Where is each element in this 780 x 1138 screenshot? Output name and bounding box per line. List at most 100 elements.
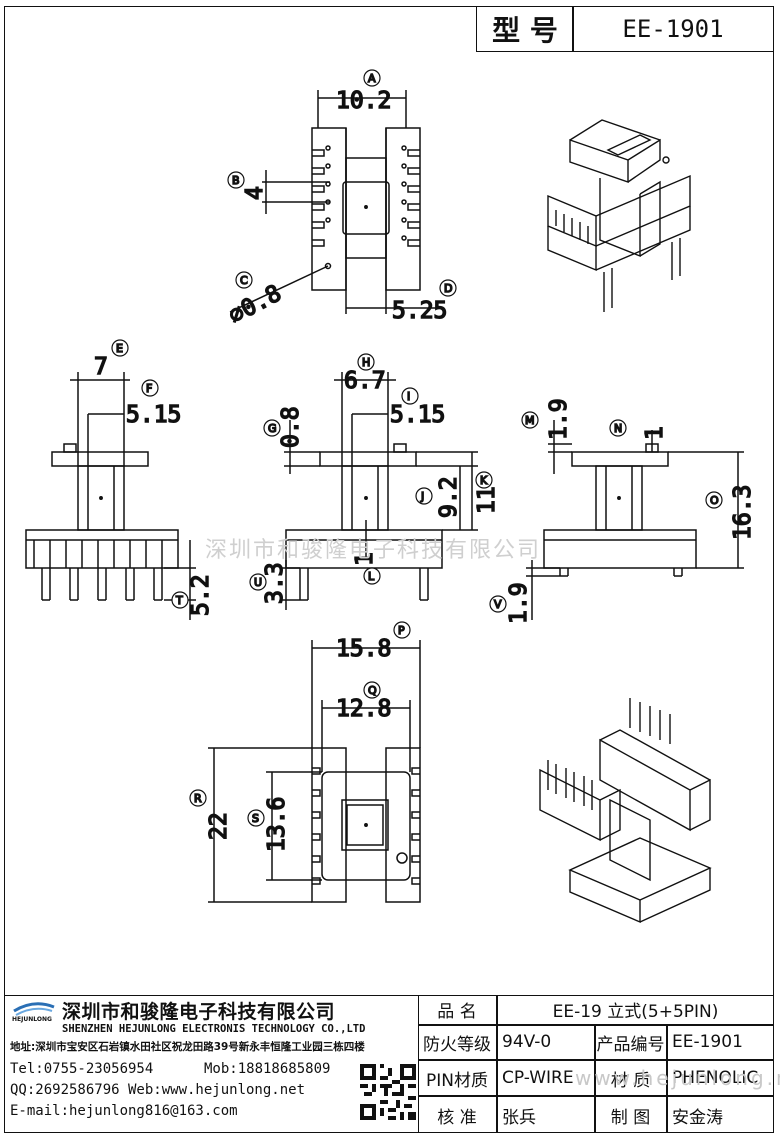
qr-code-icon <box>360 1064 416 1120</box>
drawn-by-label: 制 图 <box>610 1107 651 1128</box>
side-view-right <box>526 420 744 620</box>
front-view-left <box>25 372 196 620</box>
technical-drawing: A B C D E F G H I J K L M N O P Q R S T … <box>25 69 757 924</box>
dim-H: 6.7 <box>344 368 386 394</box>
marker-V: V <box>494 598 502 611</box>
product-code-value: EE-1901 <box>672 1032 743 1052</box>
marker-F: F <box>146 382 152 395</box>
marker-R: R <box>194 792 202 805</box>
marker-P: P <box>398 624 405 637</box>
dim-V: 1.9 <box>506 582 532 624</box>
marker-A: A <box>368 72 376 85</box>
dim-J: 9.2 <box>436 476 462 518</box>
dim-A: 10.2 <box>336 88 391 114</box>
dim-I: 5.15 <box>390 402 445 428</box>
marker-Q: Q <box>368 684 377 697</box>
pin-material-value: CP-WIRE <box>502 1068 574 1088</box>
marker-U: U <box>254 576 262 589</box>
front-view-center <box>280 372 478 610</box>
marker-M: M <box>525 414 535 427</box>
marker-K: K <box>480 474 488 487</box>
spec-row-line-1 <box>418 1024 774 1026</box>
bottom-view <box>208 640 421 903</box>
marker-C: C <box>240 274 248 287</box>
dim-D: 5.25 <box>392 298 447 324</box>
dim-M: 1.9 <box>546 398 572 440</box>
dim-E: 7 <box>94 354 108 380</box>
title-block <box>4 995 774 1134</box>
marker-H: H <box>362 356 370 369</box>
marker-E: E <box>116 342 123 355</box>
drawn-by-value: 安金涛 <box>672 1107 723 1128</box>
company-name-en: SHENZHEN HEJUNLONG ELECTRONIS TECHNOLOGY… <box>62 1023 366 1035</box>
dimension-marker-letters: A B C D E F G H I J K L M N O P Q R S T … <box>115 71 720 826</box>
dim-N: 1 <box>642 426 668 440</box>
isometric-view-bottom <box>539 698 712 924</box>
dimension-values: 10.2 4 ⌀0.8 5.25 7 5.15 6.7 5.15 0.8 9.2… <box>93 87 757 853</box>
dim-T: 5.2 <box>188 574 214 616</box>
top-view-right-rail <box>385 127 421 291</box>
material-value: PHENOLIC <box>672 1068 759 1088</box>
marker-D: D <box>444 282 452 295</box>
material-label: 材 质 <box>610 1070 651 1091</box>
marker-T: T <box>175 594 183 607</box>
marker-N: N <box>614 422 622 435</box>
dim-P: 15.8 <box>336 636 391 662</box>
company-email: E-mail:hejunlong816@163.com <box>10 1103 238 1119</box>
model-value: EE-1901 <box>622 15 724 43</box>
watermark-text: 深圳市和骏隆电子科技有限公司 <box>205 538 542 563</box>
top-view-left-slots <box>312 145 332 270</box>
dim-U: 3.3 <box>262 562 288 604</box>
product-code-label: 产品编号 <box>596 1034 665 1055</box>
marker-G: G <box>268 422 277 435</box>
model-header-divider <box>572 6 574 52</box>
spec-col-line-1 <box>496 995 498 1133</box>
spec-row-line-2 <box>418 1059 774 1061</box>
marker-J: J <box>420 490 424 503</box>
watermark-url: www.hejunlong.net <box>575 1066 780 1090</box>
product-name-value: EE-19 立式(5+5PIN) <box>552 1002 719 1022</box>
marker-O: O <box>710 494 719 507</box>
company-name-cn: 深圳市和骏隆电子科技有限公司 <box>62 1001 336 1023</box>
isometric-view-top <box>547 119 691 312</box>
company-mob: Mob:18818685809 <box>204 1061 331 1077</box>
company-qq-web: QQ:2692586796 Web:www.hejunlong.net <box>10 1082 306 1098</box>
pin-material-label: PIN材质 <box>426 1070 488 1091</box>
top-view-window <box>342 181 390 235</box>
spec-col-line-3 <box>666 1024 668 1133</box>
product-name-label: 品 名 <box>437 1002 477 1022</box>
top-view <box>229 90 440 314</box>
spec-col-line-2 <box>594 1024 596 1133</box>
qr-code <box>360 1064 416 1120</box>
dim-R: 22 <box>206 812 232 840</box>
marker-B: B <box>232 174 240 187</box>
dim-O: 16.3 <box>730 485 756 540</box>
marker-S: S <box>252 812 259 825</box>
dim-C: ⌀0.8 <box>225 280 286 329</box>
fire-rating-label: 防火等级 <box>423 1034 491 1055</box>
dim-L: 1 <box>352 552 378 566</box>
approved-by-value: 张兵 <box>502 1107 536 1128</box>
dim-Q: 12.8 <box>336 696 391 722</box>
top-view-left-rail <box>311 127 347 291</box>
company-tel: Tel:0755-23056954 <box>10 1061 154 1077</box>
dim-F: 5.15 <box>126 402 181 428</box>
spec-table <box>418 995 774 1133</box>
dim-K: 11 <box>474 486 500 514</box>
top-view-right-slots <box>401 145 420 247</box>
logo-text: HEJUNLONG <box>12 1016 52 1023</box>
model-label: 型 号 <box>492 14 558 47</box>
company-address: 地址:深圳市宝安区石岩镇水田社区祝龙田路39号新永丰恒隆工业园三栋四楼 <box>10 1041 365 1053</box>
marker-I: I <box>407 390 410 403</box>
page-frame <box>4 6 774 1133</box>
dim-G: 0.8 <box>278 406 304 448</box>
dimension-markers <box>111 69 723 827</box>
dim-B: 4 <box>242 186 268 200</box>
fire-rating-value: 94V-0 <box>502 1032 552 1052</box>
marker-L: L <box>368 570 375 583</box>
logo-swoosh-icon: HEJUNLONG <box>12 1002 55 1023</box>
approved-by-label: 核 准 <box>437 1107 477 1128</box>
company-logo: HEJUNLONG <box>10 999 58 1023</box>
model-header-box <box>476 6 774 52</box>
spec-row-line-3 <box>418 1095 774 1097</box>
